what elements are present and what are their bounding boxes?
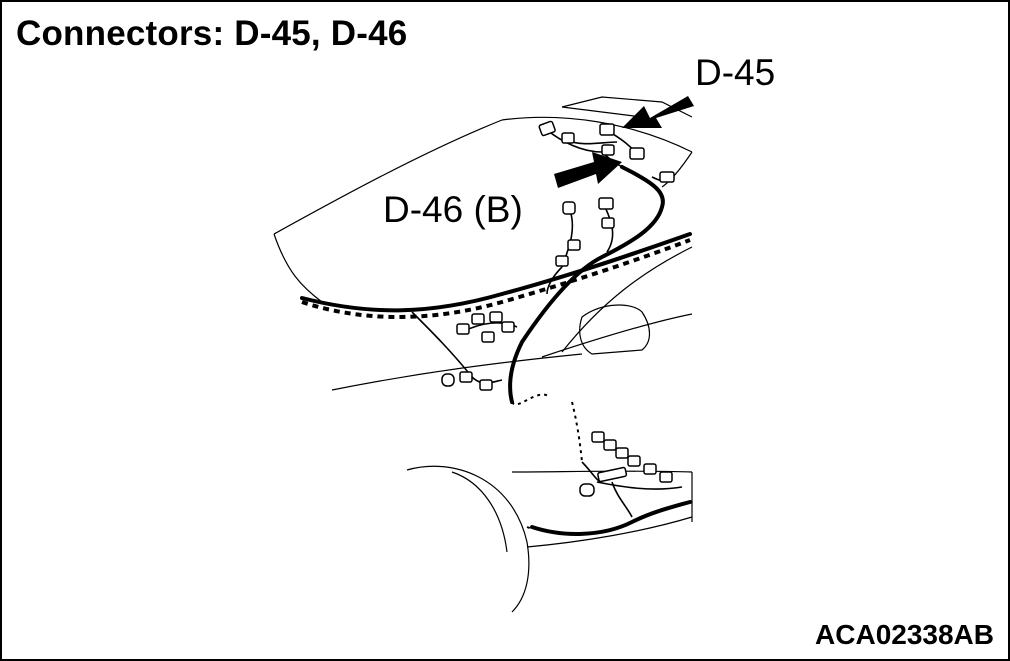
d45-arrow-icon	[622, 96, 694, 128]
roof-outline	[273, 96, 693, 303]
d46-arrow-icon	[554, 152, 622, 188]
figure-id: ACA02338AB	[815, 619, 994, 650]
pillar-harness	[508, 165, 665, 463]
roof-left-connector-cluster	[411, 311, 518, 391]
body-panel-lines	[331, 246, 693, 391]
headliner-harness	[300, 232, 692, 319]
quarter-connector-cluster	[526, 431, 692, 536]
diagram-title: Connectors: D-45, D-46	[16, 14, 408, 53]
upper-connector-cluster	[538, 120, 675, 295]
rear-wheel-arch	[406, 465, 693, 613]
connector-label-d46: D-46 (B)	[383, 189, 523, 230]
connector-label-d45: D-45	[695, 52, 776, 93]
